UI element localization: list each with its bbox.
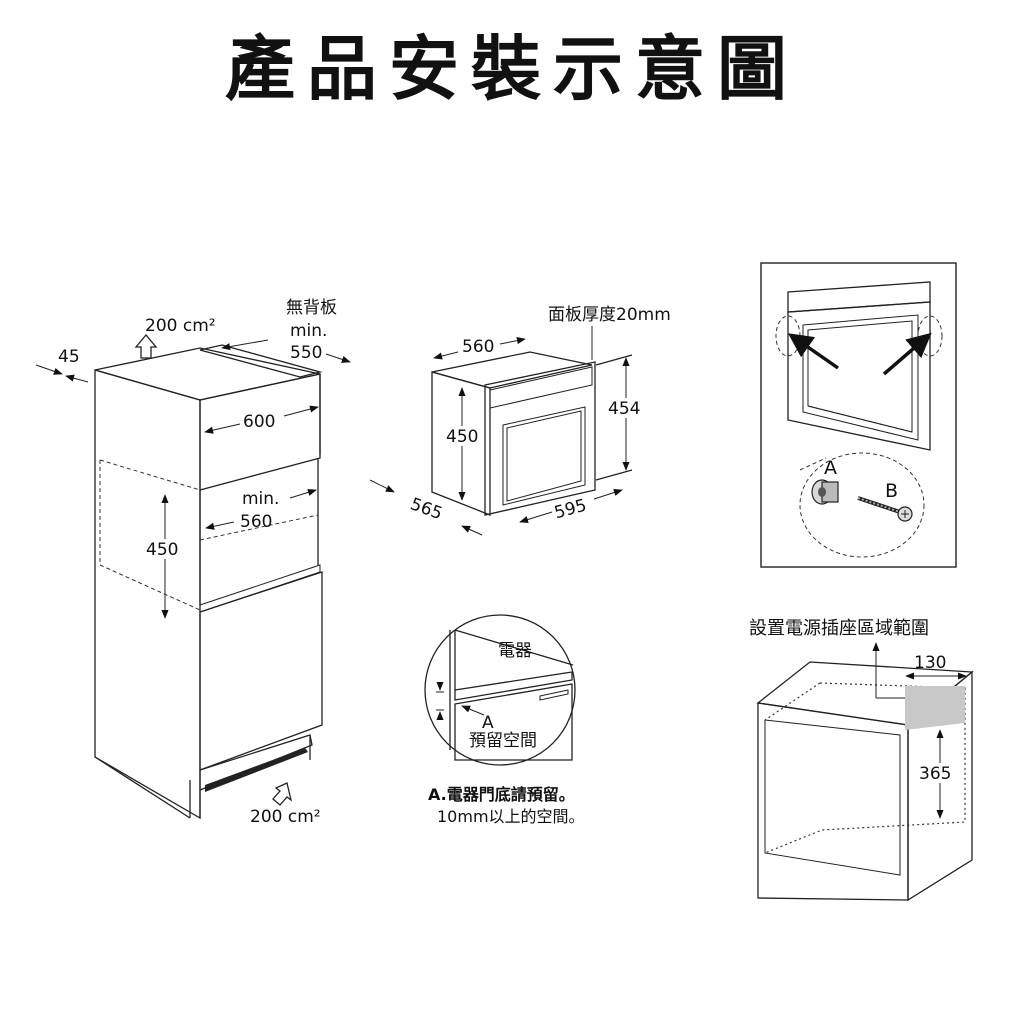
oven-front-fixing	[775, 281, 943, 558]
oven-illustration	[431, 351, 596, 516]
page-title: 產品安裝示意圖	[225, 28, 799, 110]
reserved-space-label: 預留空間	[469, 731, 537, 751]
screw-icon	[857, 496, 913, 522]
min-560-prefix: min.	[242, 489, 279, 509]
vent-arrow-in-icon	[272, 782, 293, 806]
vent-arrow-up-icon	[134, 333, 158, 359]
detail-label-a: A	[482, 713, 494, 733]
dimension-600: 600	[243, 412, 275, 432]
dimension-595: 595	[552, 496, 589, 524]
cabinet-illustration	[94, 344, 323, 820]
dimension-45: 45	[58, 347, 80, 367]
min-560-value: 560	[240, 512, 272, 532]
vent-area-top: 200 cm²	[145, 316, 216, 336]
min-550-prefix: min.	[290, 321, 327, 341]
door-gap-illustration	[436, 629, 574, 761]
dimension-454: 454	[608, 399, 640, 419]
fixing-panel	[760, 262, 957, 568]
dimension-450-cabinet: 450	[146, 540, 178, 560]
vent-area-bottom: 200 cm²	[250, 807, 321, 827]
dimension-560-oven: 560	[462, 337, 494, 357]
dimension-365: 365	[919, 764, 951, 784]
no-back-panel-label: 無背板	[286, 298, 337, 318]
socket-cabinet-illustration	[756, 642, 974, 902]
panel-thickness-label: 面板厚度20mm	[548, 305, 671, 325]
socket-area-heading: 設置電源插座區域範圍	[749, 618, 929, 639]
note-line-1: A.電器門底請預留。	[428, 785, 575, 804]
note-line-2: 10mm以上的空間。	[437, 807, 585, 826]
door-clearance-detail	[424, 614, 576, 766]
min-550-value: 550	[290, 343, 322, 363]
appliance-label: 電器	[498, 641, 532, 661]
fixing-label-a: A	[824, 457, 837, 479]
dimension-130: 130	[914, 653, 946, 673]
dimension-450-oven: 450	[446, 427, 478, 447]
fixing-label-b: B	[885, 480, 898, 502]
dimension-565: 565	[408, 494, 445, 524]
